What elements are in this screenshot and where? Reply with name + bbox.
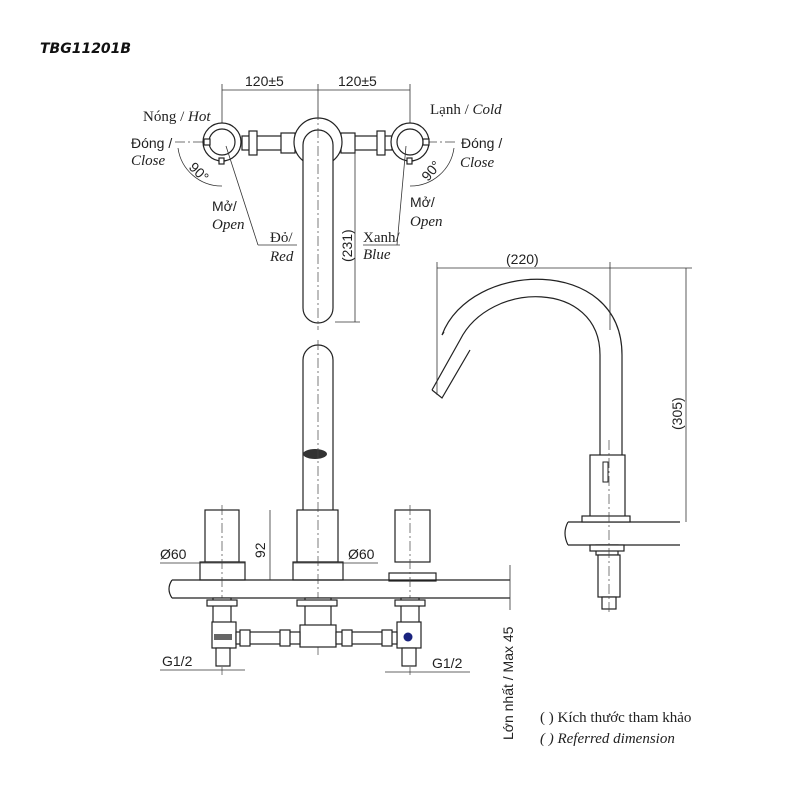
dim-right-spacing: 120±5 [338,73,377,89]
close-left-en: Close [131,153,166,169]
dim-left-spacing: 120±5 [245,73,284,89]
thread-left: G1/2 [162,653,193,669]
blue-label-en: Blue [363,247,391,263]
spout-height: (305) [669,397,685,430]
red-label-vi: Đỏ/ [270,230,293,246]
spout-length: (231) [339,229,355,262]
note-reference-en: ( ) Referred dimension [540,731,675,747]
red-label-en: Red [269,249,294,265]
close-right-vi: Đóng / [461,135,502,151]
spout-reach: (220) [506,251,539,267]
cold-inlet-blue-marker [403,632,413,642]
model-title: TBG11201B [40,41,131,57]
dia-left: Ø60 [160,546,187,562]
top-view: 120±5 120±5 (231) 90° 90° [131,73,502,330]
hot-label: Nóng / [143,109,188,125]
open-right-en: Open [410,214,443,230]
angle-left: 90° [186,159,212,185]
deck-max-thickness: Lớn nhất / Max 45 [500,626,516,740]
open-left-en: Open [212,217,245,233]
cold-label-en: Cold [473,102,503,118]
svg-text:Lạnh / Cold: Lạnh / Cold [430,102,502,118]
note-reference-vi: ( ) Kích thước tham khảo [540,710,691,726]
svg-text:Nóng / Hot: Nóng / Hot [143,109,211,125]
close-right-en: Close [460,155,495,171]
dia-right: Ø60 [348,546,375,562]
blue-label-vi: Xanh/ [363,230,400,246]
front-view: 92 Ø60 Ø60 G1/2 G1/2 Lớn nhất / Max 45 [160,340,516,740]
angle-right: 90° [418,157,444,184]
side-view: (220) (305) [431,251,692,615]
open-left-vi: Mở/ [212,198,237,214]
open-right-vi: Mở/ [410,194,435,210]
thread-right: G1/2 [432,655,463,671]
handle-height: 92 [252,542,268,558]
cold-label: Lạnh / [430,102,473,118]
hot-label-en: Hot [187,109,211,125]
close-left-vi: Đóng / [131,135,172,151]
spout-front [302,344,334,513]
